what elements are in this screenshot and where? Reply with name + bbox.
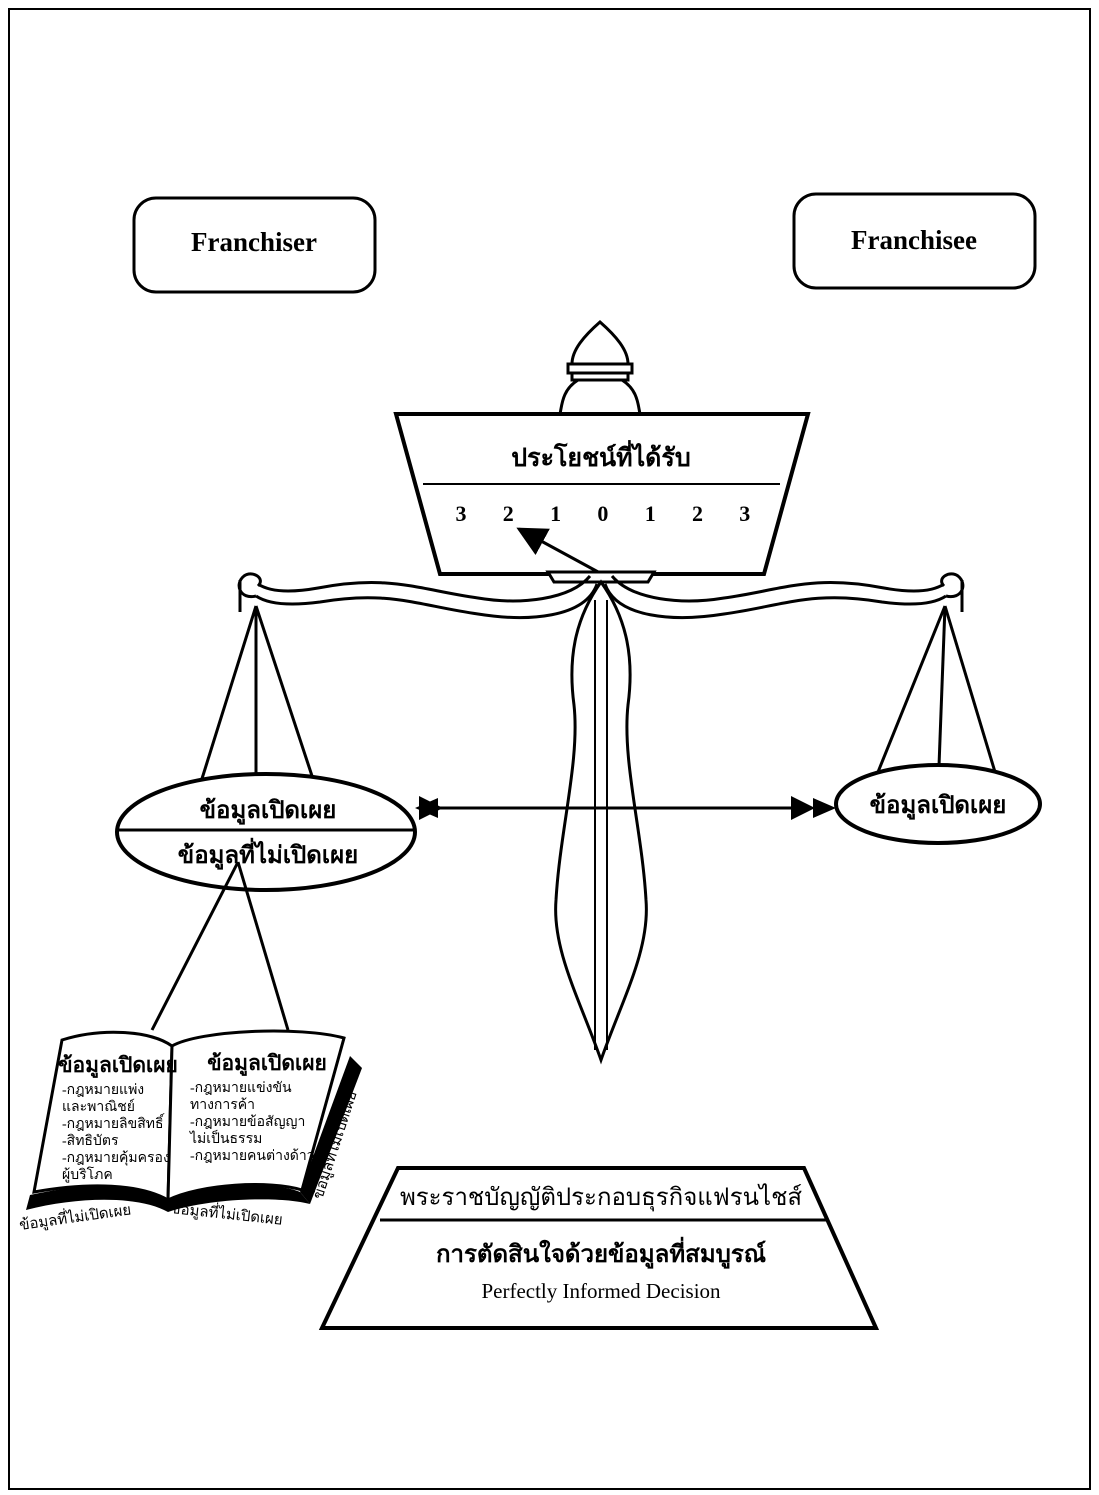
book-line: -กฎหมายข้อสัญญา [190,1114,305,1130]
book-line: และพาณิชย์ [62,1098,135,1115]
book-line: -กฎหมายแพ่ง [62,1083,144,1098]
scale-number: 2 [503,501,514,526]
book-edge-bottom-right: ข้อมูลที่ไม่เปิดเผย [170,1197,284,1229]
scale-number: 0 [597,501,608,526]
left-pan: ข้อมูลเปิดเผย ข้อมูลที่ไม่เปิดเผย [115,772,417,892]
pivot-block [545,570,657,584]
beam-arms [255,575,947,619]
franchisee-label: Franchisee [851,225,977,255]
book-line: -กฎหมายลิขสิทธิ์ [62,1113,165,1132]
benefit-box: ประโยชน์ที่ได้รับ 3 2 1 0 1 2 3 [393,412,811,576]
scale-number: 2 [692,501,703,526]
book-line: -กฎหมายคุ้มครอง [62,1150,170,1166]
right-pan: ข้อมูลเปิดเผย [834,763,1042,845]
left-pan-disclosed: ข้อมูลเปิดเผย [200,797,337,825]
scale-number: 3 [739,501,750,526]
beam-end-left [237,572,262,612]
franchiser-label: Franchiser [191,227,317,257]
open-book: ข้อมูลเปิดเผย -กฎหมายแพ่งและพาณิชย์-กฎหม… [18,1029,362,1234]
base-decision-english: Perfectly Informed Decision [481,1279,721,1303]
pan-to-book-lines [150,861,290,1031]
book-line: ไม่เป็นธรรม [189,1129,262,1147]
scale-finial [558,320,642,416]
book-line: ทางการค้า [190,1097,255,1113]
pointer-arrow [516,527,601,575]
base-act-title: พระราชบัญญัติประกอบธุรกิจแฟรนไชส์ [400,1183,802,1212]
scale-number: 1 [645,501,656,526]
comparison-arrow-right-head [813,798,836,818]
right-pan-strings [876,605,997,773]
page-frame [8,8,1091,1490]
book-line: -กฎหมายคนต่างด้าว [190,1148,315,1164]
left-pan-undisclosed: ข้อมูลที่ไม่เปิดเผย [178,837,358,870]
book-right-heading: ข้อมูลเปิดเผย [207,1051,327,1077]
book-left-heading: ข้อมูลเปิดเผย [58,1053,178,1079]
benefit-title: ประโยชน์ที่ได้รับ [511,440,690,472]
franchisee-box: Franchisee [792,192,1037,290]
central-post [554,579,648,1065]
benefit-scale: 3 2 1 0 1 2 3 [456,501,751,526]
book-line: -สิทธิบัตร [62,1134,119,1149]
book-right-lines: -กฎหมายแข่งขันทางการค้า-กฎหมายข้อสัญญาไม… [189,1081,315,1164]
right-pan-disclosed: ข้อมูลเปิดเผย [870,792,1007,820]
comparison-arrow-left-head [415,798,438,818]
base-decision-thai: การตัดสินใจด้วยข้อมูลที่สมบูรณ์ [436,1236,766,1269]
book-line: ผู้บริโภค [62,1166,113,1183]
franchiser-box: Franchiser [132,196,377,294]
scale-number: 3 [456,501,467,526]
scale-base: พระราชบัญญัติประกอบธุรกิจแฟรนไชส์ การตัด… [318,1166,880,1330]
left-pan-strings [198,605,317,786]
scale-number: 1 [550,501,561,526]
book-line: -กฎหมายแข่งขัน [190,1081,292,1096]
beam-end-right [940,572,965,612]
